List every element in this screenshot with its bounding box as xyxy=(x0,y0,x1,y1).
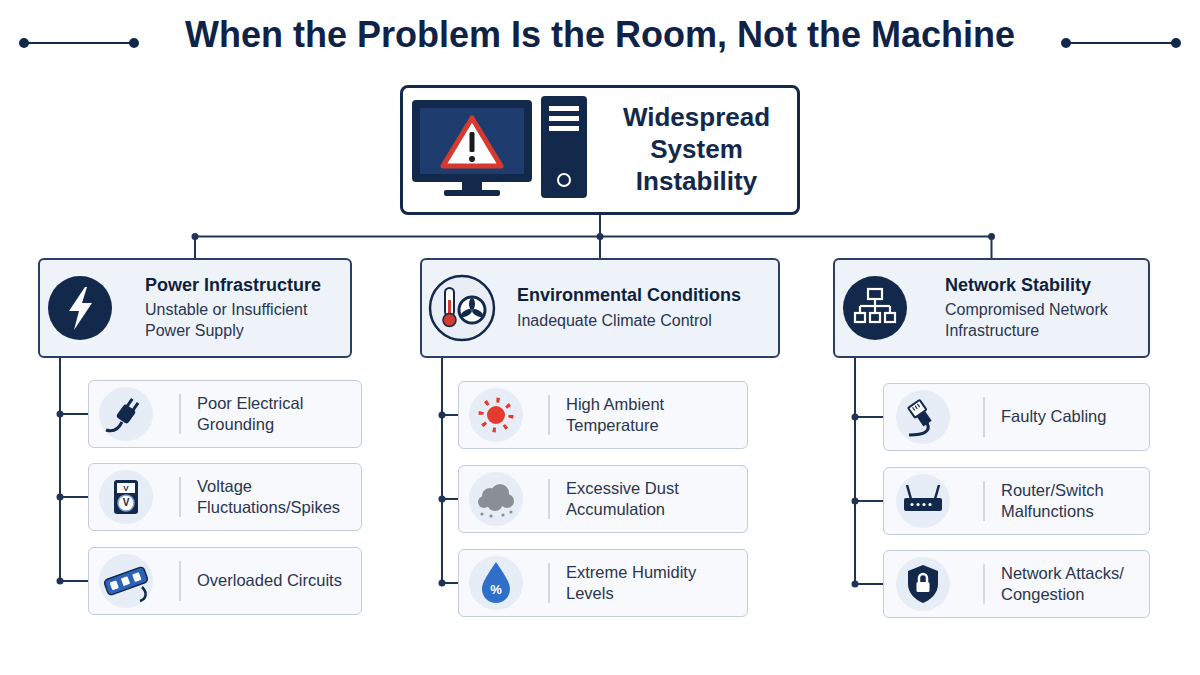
voltmeter-icon xyxy=(114,480,138,514)
category-box: Power InfrastructureUnstable or Insuffic… xyxy=(38,258,352,358)
category-body: Compromised Network Infrastructure xyxy=(945,300,1140,342)
shield-icon xyxy=(908,565,938,603)
category-box: Network StabilityCompromised Network Inf… xyxy=(833,258,1150,358)
droplet-icon xyxy=(482,562,510,603)
category-box: Environmental ConditionsInadequate Clima… xyxy=(420,258,780,358)
icon-label: V xyxy=(123,485,128,493)
cause-box: Overloaded Circuits xyxy=(88,547,362,615)
junction-dot xyxy=(57,411,64,418)
router-icon xyxy=(904,485,942,511)
cause-text: Faulty Cabling xyxy=(1001,406,1141,427)
cause-box: Router/Switch Malfunctions xyxy=(883,467,1150,535)
tree-connector xyxy=(855,358,883,584)
tree-connector xyxy=(855,358,883,417)
junction-dot xyxy=(852,498,859,505)
junction-dot xyxy=(852,414,859,421)
junction-dot xyxy=(57,578,64,585)
network-icon xyxy=(843,276,907,340)
junction-dot xyxy=(57,494,64,501)
cause-box: Excessive Dust Accumulation xyxy=(458,465,748,533)
cause-text: Poor Electrical Grounding xyxy=(197,393,353,435)
cause-box: Voltage Fluctuations/Spikes xyxy=(88,463,362,531)
cause-box: Faulty Cabling xyxy=(883,383,1150,451)
cause-text: Router/Switch Malfunctions xyxy=(1001,480,1141,522)
cause-box: High Ambient Temperature xyxy=(458,381,748,449)
category-body: Unstable or Insufficient Power Supply xyxy=(145,300,342,342)
category-body: Inadequate Climate Control xyxy=(517,311,770,332)
icon-disc xyxy=(99,387,950,611)
cause-text: High Ambient Temperature xyxy=(566,394,739,436)
junction-dot xyxy=(439,496,446,503)
alert-title: Widespread System Instability xyxy=(608,102,785,197)
icon-label: V xyxy=(123,498,130,508)
tree-connector xyxy=(855,358,883,501)
cause-text: Excessive Dust Accumulation xyxy=(566,478,739,520)
junction-dot xyxy=(439,580,446,587)
junction-dot xyxy=(852,581,859,588)
junction-dot xyxy=(192,233,199,240)
power-icon xyxy=(48,276,112,340)
cable-icon xyxy=(908,400,933,435)
climate-icon xyxy=(430,276,494,340)
tree-connector xyxy=(442,358,458,583)
cause-text: Network Attacks/ Congestion xyxy=(1001,563,1141,605)
tree-connector xyxy=(195,215,600,258)
alert-box: Widespread System Instability xyxy=(400,85,800,215)
cause-text: Overloaded Circuits xyxy=(197,570,353,591)
tree-connector xyxy=(60,358,88,497)
tree-connector xyxy=(60,358,88,414)
tree-connector xyxy=(442,358,458,415)
computer-icon xyxy=(412,96,587,198)
junction-dot xyxy=(988,233,995,240)
cause-text: Extreme Humidity Levels xyxy=(566,562,739,604)
divider-line xyxy=(180,394,984,604)
cause-box: Poor Electrical Grounding xyxy=(88,380,362,448)
power-strip-icon xyxy=(104,566,149,601)
plug-icon xyxy=(106,397,141,431)
tree-connector xyxy=(442,358,458,499)
junction-dot xyxy=(597,233,604,240)
tree-connector xyxy=(600,215,992,258)
dust-icon xyxy=(478,484,514,518)
sun-icon xyxy=(481,400,511,430)
cause-box: Network Attacks/ Congestion xyxy=(883,550,1150,618)
tree-connector xyxy=(60,358,88,581)
cause-text: Voltage Fluctuations/Spikes xyxy=(197,476,353,518)
category-heading: Power Infrastructure xyxy=(145,274,342,297)
title-rule xyxy=(20,39,1180,47)
diagram-title: When the Problem Is the Room, Not the Ma… xyxy=(0,14,1200,56)
category-heading: Network Stability xyxy=(945,274,1140,297)
junction-dot xyxy=(439,412,446,419)
icon-label: % xyxy=(490,583,502,596)
category-heading: Environmental Conditions xyxy=(517,284,770,307)
